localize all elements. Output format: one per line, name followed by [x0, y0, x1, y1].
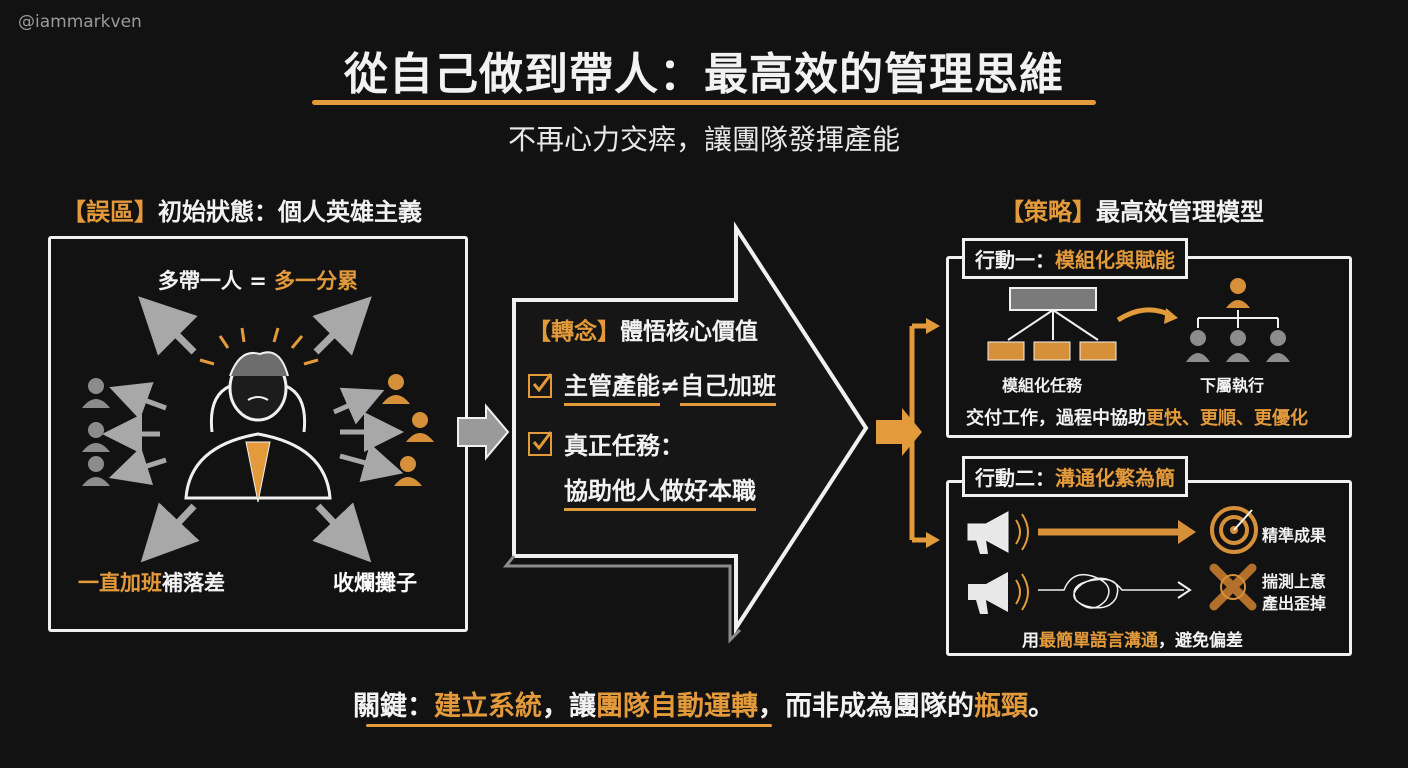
mindset-item-1-a: 主管產能 — [564, 366, 660, 406]
stressed-manager-icon — [184, 351, 332, 503]
misconception-top-b: 多一分累 — [274, 269, 359, 293]
overtime-text-a: 一直加班 — [78, 571, 162, 595]
action-2-desc-b: 最簡單語言溝通 — [1039, 631, 1158, 651]
arrow-icon — [457, 403, 510, 461]
mindset-item-2b: 協助他人做好本職 — [564, 471, 776, 511]
action-2-description: 用最簡單語言溝通，避免偏差 — [1022, 626, 1243, 651]
action-2-tab-b: 溝通化繁為簡 — [1055, 466, 1175, 490]
megaphone-icon — [967, 511, 1029, 554]
left-section-heading: 【誤區】初始狀態：個人英雄主義 — [62, 192, 422, 227]
mindset-item-2: 真正任務： — [528, 426, 776, 461]
modular-task-label: 模組化任務 — [1002, 376, 1083, 395]
action-1-desc-b: 更快、更順、更優化 — [1146, 408, 1308, 429]
arrow-icon — [332, 387, 385, 425]
page-title: 從自己做到帶人：最高效的管理思維 — [344, 49, 1064, 100]
person-icon — [82, 378, 110, 486]
misconception-top-a: 多帶一人 = — [157, 269, 275, 293]
arrow-icon — [312, 502, 372, 563]
right-section-heading: 【策略】最高效管理模型 — [1000, 192, 1264, 227]
arrow-icon — [876, 408, 922, 456]
action-2-desc-a: 用 — [1022, 631, 1039, 651]
person-icon — [382, 374, 434, 486]
stressed-manager-illustration — [82, 296, 434, 563]
target-icon — [1210, 506, 1258, 554]
precise-result-label: 精準成果 — [1262, 526, 1327, 545]
mindset-item-1: 主管產能 ≠ 自己加班 — [528, 366, 777, 406]
arrow-icon — [339, 443, 404, 483]
key-takeaway-b: 建立系統 — [434, 691, 542, 722]
arrow-icon — [138, 296, 198, 356]
action-2-desc-c: ，避免偏差 — [1158, 631, 1243, 651]
arrow-icon — [312, 296, 372, 356]
action-1-tab-a: 行動一： — [975, 248, 1055, 272]
communication-diagram — [967, 506, 1258, 614]
mindset-heading-text: 體悟核心價值 — [620, 319, 758, 345]
mindset-content: 【轉念】體悟核心價值 主管產能 ≠ 自己加班 真正任務： 協助他人做好本職 — [528, 312, 777, 511]
arrow-icon — [109, 382, 167, 420]
skewed-output-label: 產出歪掉 — [1262, 594, 1327, 613]
left-heading-text: 初始狀態：個人英雄主義 — [158, 198, 422, 226]
action-2-tab-a: 行動二： — [975, 466, 1055, 490]
right-heading-text: 最高效管理模型 — [1096, 198, 1264, 226]
check-icon — [528, 373, 552, 398]
mindset-heading: 【轉念】體悟核心價值 — [528, 312, 776, 346]
mindset-item-1-ne: ≠ — [660, 372, 681, 400]
action-1-description: 交付工作，過程中協助更快、更順、更優化 — [966, 404, 1308, 430]
mindset-item-1-b: 自己加班 — [680, 366, 777, 406]
mindset-item-2-line2: 協助他人做好本職 — [564, 471, 756, 511]
left-heading-bracket: 【誤區】 — [62, 198, 158, 226]
key-takeaway: 關鍵：建立系統，讓團隊自動運轉，而非成為團隊的瓶頸。 — [0, 684, 1408, 723]
check-icon — [528, 430, 552, 456]
overtime-text: 一直加班補落差 — [78, 567, 225, 597]
cross-icon — [1209, 563, 1257, 611]
mindset-item-2-line1: 真正任務： — [564, 432, 684, 460]
action-2-tab: 行動二：溝通化繁為簡 — [962, 456, 1188, 497]
guess-label: 揣測上意 — [1262, 572, 1327, 591]
misconception-top-text: 多帶一人 = 多一分累 — [48, 265, 468, 295]
key-takeaway-d: 團隊自動運轉 — [596, 691, 758, 722]
key-takeaway-a: 關鍵： — [353, 691, 434, 722]
mindset-heading-bracket: 【轉念】 — [528, 319, 620, 345]
arrow-icon — [140, 502, 200, 563]
big-mindset-arrow — [512, 221, 869, 635]
action-1-tab-b: 模組化與賦能 — [1055, 248, 1175, 272]
right-heading-bracket: 【策略】 — [1000, 198, 1096, 226]
page-subtitle: 不再心力交瘁，讓團隊發揮產能 — [507, 123, 900, 156]
action-1-tab: 行動一：模組化與賦能 — [962, 238, 1188, 279]
key-takeaway-f: 瓶頸 — [974, 691, 1028, 722]
author-handle: @iammarkven — [18, 12, 142, 32]
hierarchy-icon — [1186, 278, 1290, 362]
overtime-text-b: 補落差 — [162, 571, 225, 595]
title-underline — [312, 100, 1096, 105]
key-takeaway-c: ，讓 — [542, 691, 596, 722]
key-takeaway-underline — [366, 724, 772, 727]
tangled-line-icon — [1038, 573, 1192, 609]
arrow-icon — [108, 446, 167, 486]
key-takeaway-g: 。 — [1028, 691, 1055, 722]
action-1-desc-a: 交付工作，過程中協助 — [966, 408, 1146, 429]
cleanup-text: 收爛攤子 — [333, 571, 417, 595]
megaphone-icon — [968, 572, 1029, 614]
key-takeaway-e: ，而非成為團隊的 — [758, 691, 974, 722]
subordinate-execute-label: 下屬執行 — [1200, 376, 1265, 395]
arrow-icon — [1116, 307, 1174, 323]
modular-task-diagram — [987, 278, 1290, 362]
